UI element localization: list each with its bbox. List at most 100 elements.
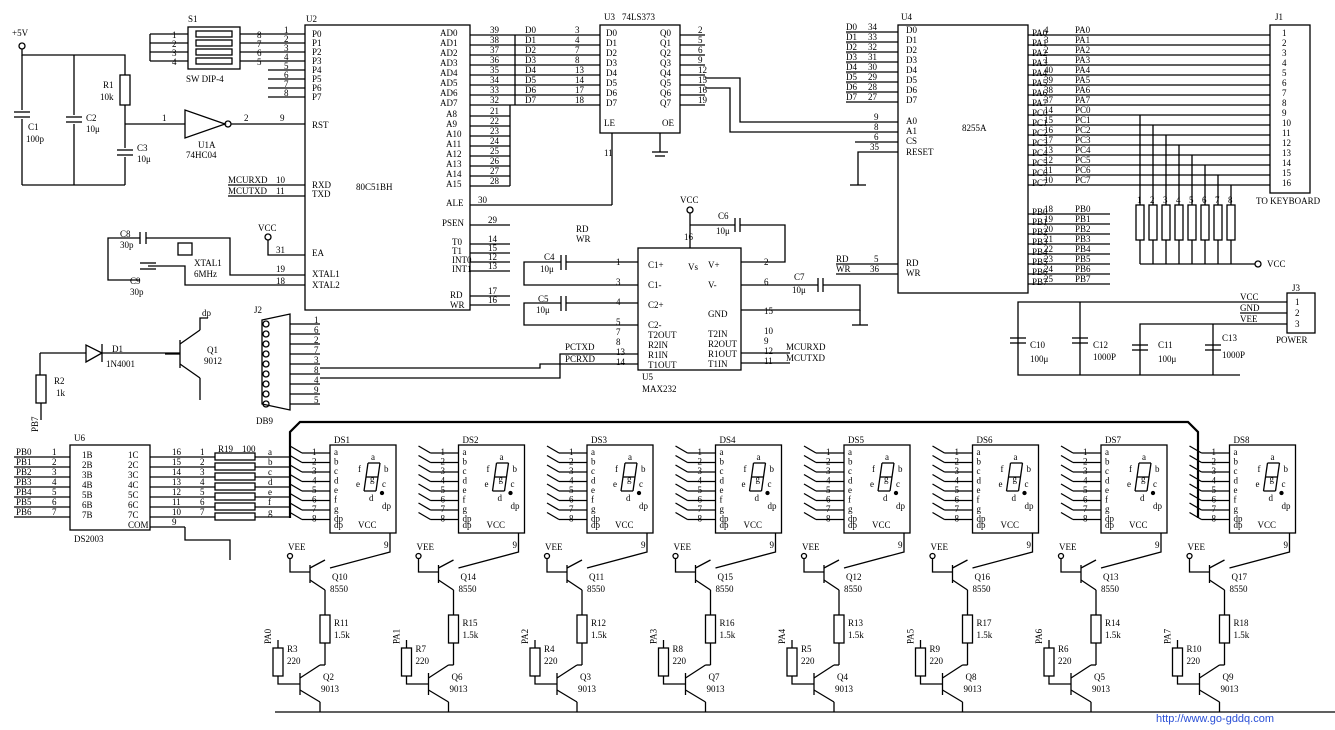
u2-ad-number: 35 [490, 65, 500, 75]
svg-text:LE: LE [604, 118, 615, 128]
display-pin-number: 7 [698, 504, 703, 514]
u2-a-label: A11 [446, 139, 461, 149]
segment-label: c [382, 479, 386, 489]
u5-pin-number: 15 [764, 306, 774, 316]
j1-pin-number: 11 [1282, 128, 1291, 138]
segment-dp [508, 490, 513, 496]
u4-pc-number: 14 [1044, 105, 1054, 115]
wire [803, 473, 817, 483]
segment-label: b [384, 464, 389, 474]
u4-bus-label: D7 [846, 92, 857, 102]
segment-c [1146, 476, 1150, 492]
reset-circuit: +5V C1 100p C2 10μ R1 10k C3 10μ 1 U1A 7… [12, 28, 305, 186]
base-resistor [914, 647, 927, 677]
display-seg-pin: b [1105, 457, 1110, 467]
digit-ref: DS2 [463, 435, 479, 445]
segment-label: dp [511, 501, 521, 511]
r19-seg-label: g [268, 507, 273, 517]
svg-text:11: 11 [604, 148, 613, 158]
segment-label: a [885, 452, 889, 462]
u3-d-label: D3 [606, 58, 617, 68]
u6-pin-number: 10 [172, 507, 182, 517]
pc-net-label: PC2 [1075, 125, 1091, 135]
segment-label: d [626, 493, 631, 503]
segment-label: a [757, 452, 761, 462]
svg-text:XTAL1: XTAL1 [194, 258, 222, 268]
display-pin-number: 2 [1212, 457, 1217, 467]
u2-a-label: A15 [446, 179, 462, 189]
display-seg-pin: e [977, 485, 981, 495]
display-pin-number: 3 [698, 466, 703, 476]
svg-text:C6: C6 [718, 211, 729, 221]
u6-pin-number: 4 [52, 477, 57, 487]
display-seg-pin: g [848, 504, 853, 514]
u6-pin-label: 6C [128, 500, 139, 510]
c2-value: 10μ [86, 124, 100, 134]
svg-text:1: 1 [172, 30, 177, 40]
segment-dp [379, 490, 385, 496]
u4-pc-label: PC4 [1032, 148, 1048, 158]
pc-net-label: PC6 [1075, 165, 1091, 175]
pc-net-label: PC0 [1075, 105, 1091, 115]
segment-label: g [627, 474, 632, 484]
pc-net-label: PC4 [1075, 145, 1091, 155]
segment-label: c [511, 479, 515, 489]
display-seg-pin: a [463, 447, 467, 457]
wire [1189, 492, 1202, 502]
u4-pb-label: PB3 [1032, 237, 1048, 247]
base-resistor-value: 220 [1187, 656, 1201, 666]
svg-text:WR: WR [450, 300, 465, 310]
high-side-resistor [1090, 614, 1102, 644]
high-side-resistor [833, 614, 845, 644]
display-seg-pin: a [720, 447, 724, 457]
svg-text:RD: RD [906, 258, 919, 268]
vplus-label: +5V [12, 28, 29, 38]
vee-label: VEE [1188, 542, 1206, 552]
u2-a-number: 24 [490, 136, 500, 146]
wire [695, 559, 711, 569]
base-resistor-value: 220 [287, 656, 301, 666]
u6-pin-label: 1B [82, 450, 93, 460]
seven-segment-display [971, 444, 1040, 534]
pnp-value: 8550 [716, 584, 735, 594]
u5-max232: U5 MAX232 Vs 16 VCC C6 10μ C7 10μ C4 10μ… [320, 195, 868, 394]
svg-text:C13: C13 [1222, 333, 1238, 343]
svg-text:1000P: 1000P [1093, 352, 1116, 362]
r19-seg-label: f [268, 497, 271, 507]
wire [546, 445, 560, 454]
display-seg-pin: c [463, 466, 467, 476]
r19-seg-label: b [268, 457, 273, 467]
wire [715, 533, 777, 569]
pnp-value: 8550 [844, 584, 863, 594]
u4-bus-label: D6 [846, 82, 857, 92]
u2-ad-number: 38 [490, 35, 500, 45]
u4-pc-label: PC5 [1032, 158, 1048, 168]
wire [675, 445, 688, 454]
u3-q-label: Q7 [660, 98, 671, 108]
digit-ref: DS3 [591, 435, 608, 445]
u2-ad-label: AD0 [440, 28, 458, 38]
wire [932, 473, 945, 483]
base-resistor [1043, 647, 1055, 677]
u4-pb-number: 23 [1044, 254, 1054, 264]
u2-a-label: A14 [446, 169, 462, 179]
u4-pb-number: 21 [1044, 234, 1053, 244]
display-seg-pin: e [1234, 485, 1238, 495]
display-pin-number: 2 [569, 457, 574, 467]
u6-pin-label: 6B [82, 500, 93, 510]
high-side-resistor-value: 1.5k [720, 630, 736, 640]
u2-ad-label: AD6 [440, 88, 458, 98]
u6-pin-label: 5B [82, 490, 93, 500]
display-pin-number: 1 [312, 447, 317, 457]
display-seg-pin: f [591, 495, 594, 505]
display-pin-number: 8 [1212, 514, 1217, 524]
vee-terminal [929, 552, 936, 560]
wire [803, 492, 817, 502]
segment-f [1136, 462, 1140, 478]
display-seg-pin: f [334, 495, 337, 505]
svg-text:10μ: 10μ [716, 226, 730, 236]
svg-text:VEE: VEE [1240, 314, 1258, 324]
pullup-resistor [1148, 204, 1158, 241]
u4-d-number: 34 [868, 22, 878, 32]
